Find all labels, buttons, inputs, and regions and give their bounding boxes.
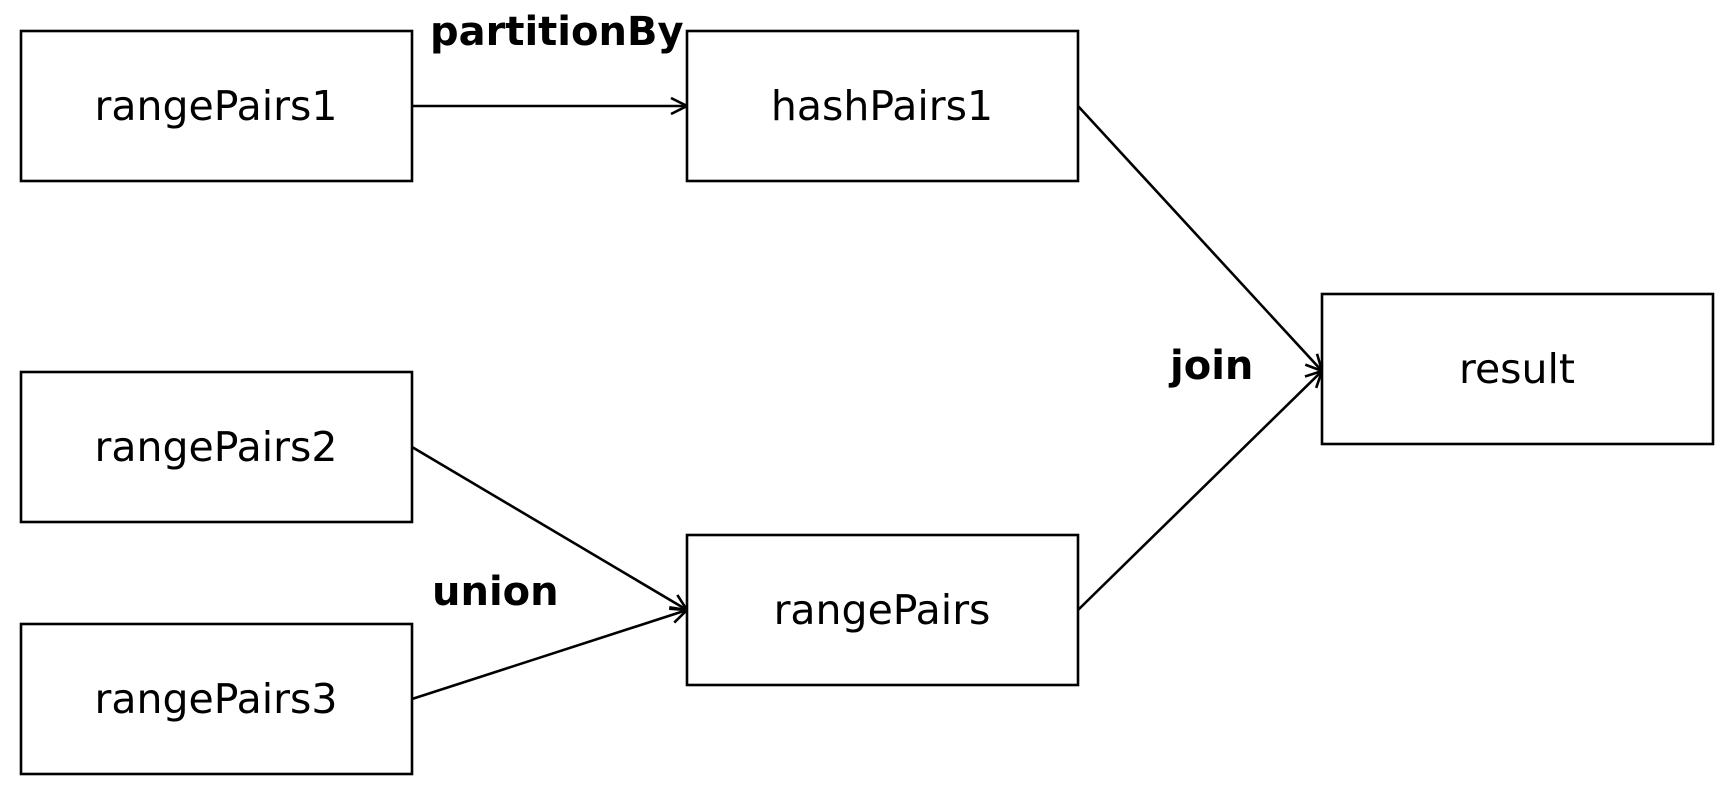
node-result: result [1320, 292, 1715, 446]
node-rangepairs3: rangePairs3 [19, 622, 414, 776]
node-label-result: result [1459, 345, 1575, 393]
node-rangepairs1: rangePairs1 [19, 29, 414, 183]
edge-rangepairs-to-result [1077, 371, 1322, 611]
node-label-rangepairs2: rangePairs2 [95, 423, 338, 471]
node-label-rangepairs1: rangePairs1 [95, 82, 338, 130]
node-rangepairs: rangePairs [685, 533, 1080, 687]
edge-label-partitionby: partitionBy [430, 9, 684, 55]
edge-rangepairs3-to-rangepairs [411, 610, 687, 701]
node-hashpairs1: hashPairs1 [685, 29, 1080, 183]
edge-label-union: union [432, 569, 559, 615]
node-rangepairs2: rangePairs2 [19, 370, 414, 524]
edge-hashpairs1-to-result [1077, 105, 1322, 371]
node-label-hashpairs1: hashPairs1 [771, 82, 993, 130]
edge-label-join: join [1168, 343, 1253, 389]
node-label-rangepairs: rangePairs [774, 586, 991, 634]
edge-rangepairs2-to-rangepairs [411, 445, 687, 610]
node-label-rangepairs3: rangePairs3 [95, 675, 338, 723]
